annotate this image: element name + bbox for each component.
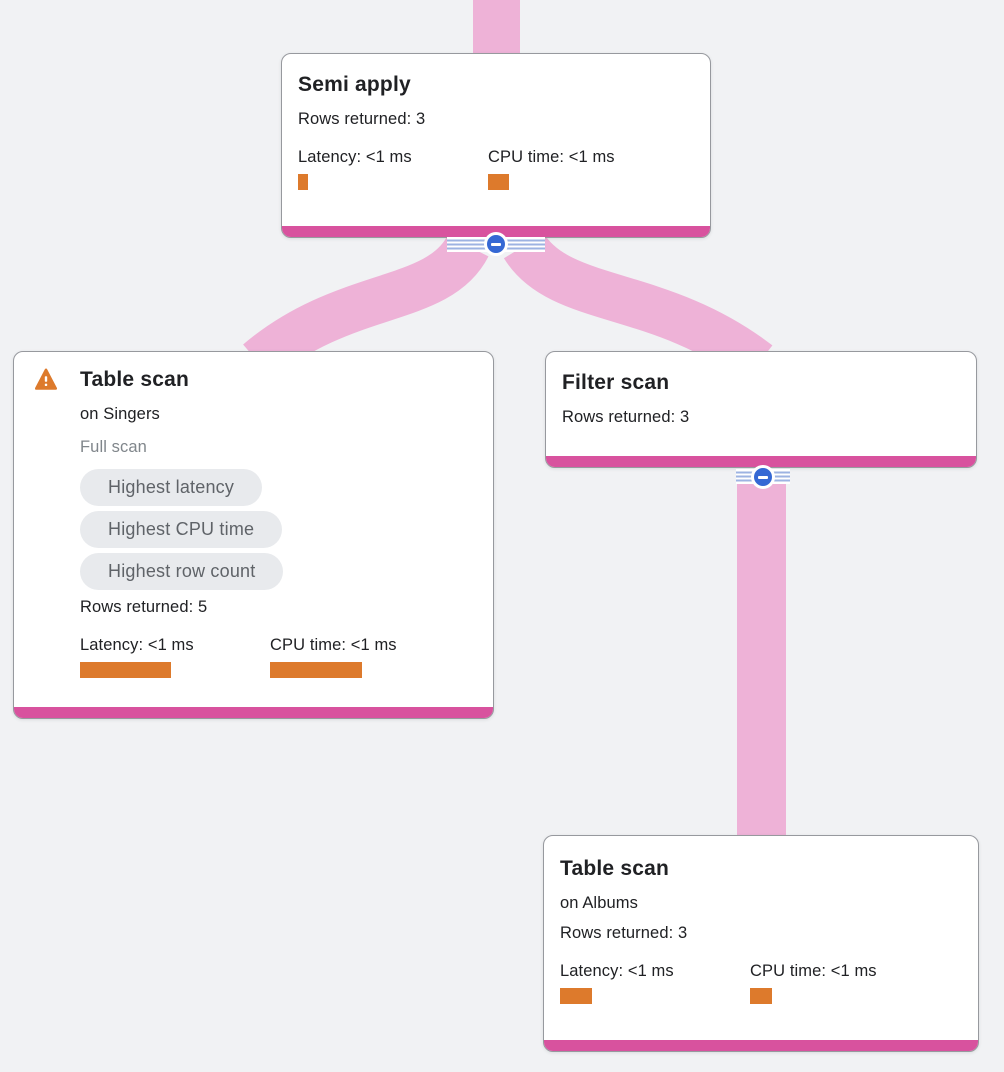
badge-highest-cpu-time: Highest CPU time — [80, 511, 283, 548]
rows-returned: Rows returned: 3 — [298, 110, 426, 128]
node-table-scan-singers[interactable]: Table scan on Singers Full scan Highest … — [13, 351, 494, 719]
edge-root-to-semi-apply — [473, 0, 520, 58]
scan-target: on Singers — [80, 405, 160, 423]
latency-bar — [560, 988, 592, 1004]
rows-returned-bar — [282, 226, 710, 237]
node-semi-apply[interactable]: Semi apply Rows returned: 3 Latency: <1 … — [281, 53, 711, 238]
rows-returned-bar — [14, 707, 493, 718]
badge-highest-row-count: Highest row count — [80, 553, 284, 590]
badge-highest-latency: Highest latency — [80, 469, 263, 506]
collapse-minus-icon[interactable] — [484, 232, 508, 256]
warning-icon — [35, 368, 57, 390]
cpu-time-bar — [750, 988, 772, 1004]
node-title: Semi apply — [298, 73, 411, 96]
latency-bar — [298, 174, 308, 190]
latency-label: Latency: <1 ms — [298, 148, 412, 166]
latency-label: Latency: <1 ms — [560, 962, 674, 980]
cpu-time-bar — [488, 174, 509, 190]
latency-label: Latency: <1 ms — [80, 636, 194, 654]
edge-filter-scan-to-table-scan-albums — [737, 476, 786, 850]
cpu-time-bar — [270, 662, 362, 678]
node-title: Table scan — [560, 857, 669, 880]
node-filter-scan[interactable]: Filter scan Rows returned: 3 — [545, 351, 977, 468]
edge-semi-apply-to-filter-scan — [503, 232, 773, 383]
cpu-time-label: CPU time: <1 ms — [488, 148, 615, 166]
collapse-button-filter-scan[interactable] — [736, 465, 790, 489]
collapse-minus-icon[interactable] — [751, 465, 775, 489]
cpu-time-label: CPU time: <1 ms — [270, 636, 397, 654]
rows-returned: Rows returned: 3 — [562, 408, 690, 426]
rows-returned-bar — [546, 456, 976, 467]
node-title: Filter scan — [562, 371, 670, 394]
rows-returned: Rows returned: 3 — [560, 924, 688, 942]
scan-type: Full scan — [80, 438, 147, 456]
collapse-button-semi-apply[interactable] — [447, 232, 545, 256]
rows-returned-bar — [544, 1040, 978, 1051]
rows-returned: Rows returned: 5 — [80, 598, 208, 616]
scan-target: on Albums — [560, 894, 638, 912]
node-table-scan-albums[interactable]: Table scan on Albums Rows returned: 3 La… — [543, 835, 979, 1052]
node-title: Table scan — [80, 368, 189, 391]
edge-semi-apply-to-table-scan-singers — [243, 234, 489, 380]
cpu-time-label: CPU time: <1 ms — [750, 962, 877, 980]
badge-list: Highest latency Highest CPU time Highest… — [80, 469, 477, 590]
latency-bar — [80, 662, 171, 678]
